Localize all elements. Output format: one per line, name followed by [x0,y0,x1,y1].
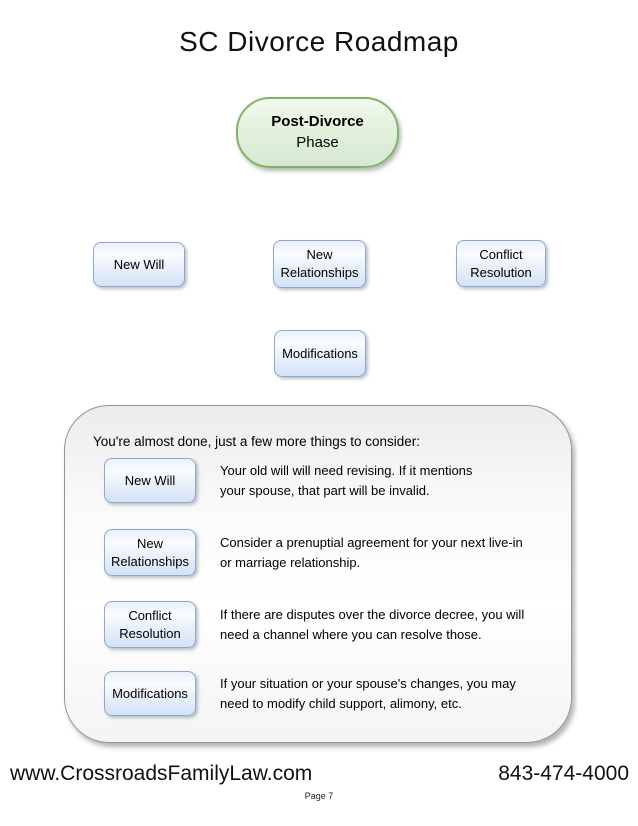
panel-item-label-new-will: New Will [104,458,196,503]
description-line: Consider a prenuptial agreement for your… [220,534,523,550]
panel-item-label-modifications: Modifications [104,671,196,716]
description-line: Your old will will need revising. If it … [220,462,473,478]
description-line: If there are disputes over the divorce d… [220,606,525,622]
node-new-will: New Will [93,242,185,287]
panel-item-description: Consider a prenuptial agreement for your… [220,533,576,573]
footer-phone: 843-474-4000 [498,762,629,785]
node-new-relationships: New Relationships [273,240,366,288]
panel-item-description: If your situation or your spouse's chang… [220,674,576,714]
panel-item-description: If there are disputes over the divorce d… [220,605,576,645]
panel-item-new-will: New Will Your old will will need revisin… [104,458,576,503]
page-title: SC Divorce Roadmap [179,26,459,57]
footer-page-number: Page 7 [304,791,334,801]
node-modifications: Modifications [274,330,366,377]
panel-item-new-relationships: New Relationships Consider a prenuptial … [104,529,576,576]
description-line: your spouse, that part will be invalid. [220,482,430,498]
description-line: or marriage relationship. [220,554,361,570]
panel-heading: You're almost done, just a few more thin… [93,434,421,449]
considerations-panel: You're almost done, just a few more thin… [64,405,572,743]
node-conflict-resolution: Conflict Resolution [456,240,546,287]
panel-item-label-new-relationships: New Relationships [104,529,196,576]
description-line: need to modify child support, alimony, e… [220,695,462,711]
description-line: need a channel where you can resolve tho… [220,626,482,642]
node-post-divorce-phase: Post-Divorce Phase [236,97,399,168]
phase-node-line1: Post-Divorce [271,113,364,131]
phase-node-line2: Phase [296,133,339,151]
panel-item-description: Your old will will need revising. If it … [220,461,576,501]
panel-item-modifications: Modifications If your situation or your … [104,671,576,716]
panel-item-conflict-resolution: Conflict Resolution If there are dispute… [104,601,576,648]
footer-website: www.CrossroadsFamilyLaw.com [10,762,313,785]
description-line: If your situation or your spouse's chang… [220,675,516,691]
panel-item-label-conflict-resolution: Conflict Resolution [104,601,196,648]
